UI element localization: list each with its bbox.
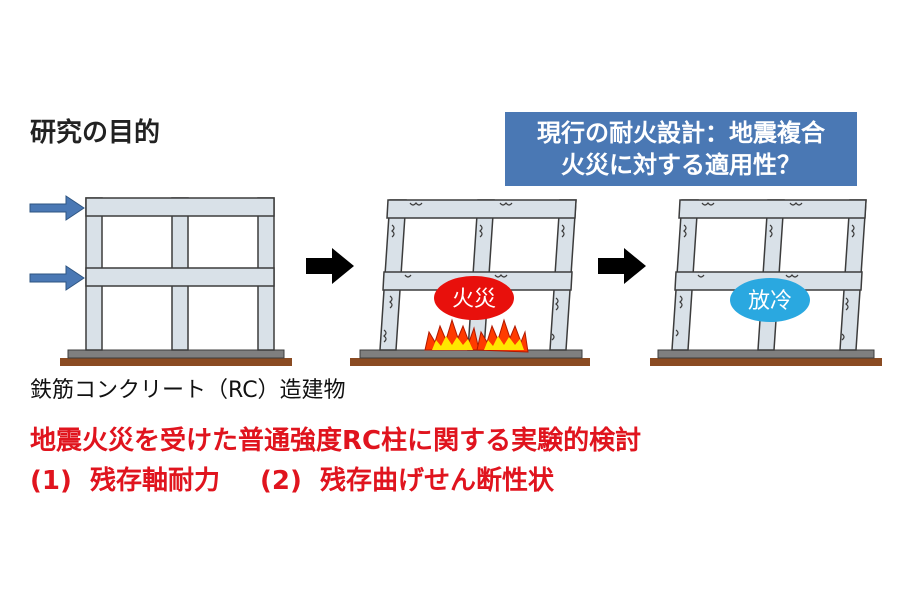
load-arrow-icon — [29, 195, 85, 221]
foundation-slab — [67, 349, 285, 359]
research-items-line: (1) 残存軸耐力 (2) 残存曲げせん断性状 — [30, 460, 554, 497]
question-line-1: 現行の耐火設計：地震複合 — [537, 119, 825, 147]
frame-fire: 火災 — [350, 199, 590, 366]
crack-marks — [383, 202, 565, 343]
crack-marks — [675, 202, 855, 341]
cooling-badge — [730, 278, 810, 322]
page-title: 研究の目的 — [30, 118, 161, 148]
research-topic-line: 地震火災を受けた普通強度RC柱に関する実験的検討 — [30, 426, 642, 456]
building-caption: 鉄筋コンクリート（RC）造建物 — [30, 378, 346, 403]
foundation-slab — [359, 349, 583, 359]
beam — [678, 199, 867, 219]
item-2-number: (2) — [259, 466, 302, 496]
item-2-text: 残存曲げせん断性状 — [319, 466, 554, 496]
question-box: 現行の耐火設計：地震複合 火災に対する適用性？ — [505, 112, 857, 186]
question-line-2: 火災に対する適用性？ — [561, 151, 801, 179]
cooling-label: 放冷 — [748, 289, 792, 314]
next-step-arrow-icon — [598, 248, 646, 284]
item-1-text: 残存軸耐力 — [89, 466, 220, 496]
fire-badge — [434, 276, 514, 320]
ground-base — [60, 358, 292, 366]
beam — [386, 199, 577, 219]
load-arrow-icon — [29, 265, 85, 291]
foundation-slab — [657, 349, 875, 359]
frame-cooling: 放冷 — [650, 199, 882, 366]
beam — [85, 267, 275, 287]
fire-icon — [424, 318, 529, 353]
next-step-arrow-icon — [306, 248, 354, 284]
frame-intact — [29, 195, 292, 366]
ground-base — [650, 358, 882, 366]
item-1-number: (1) — [30, 466, 72, 496]
beam — [85, 197, 275, 217]
fire-label: 火災 — [452, 287, 496, 312]
ground-base — [350, 358, 590, 366]
